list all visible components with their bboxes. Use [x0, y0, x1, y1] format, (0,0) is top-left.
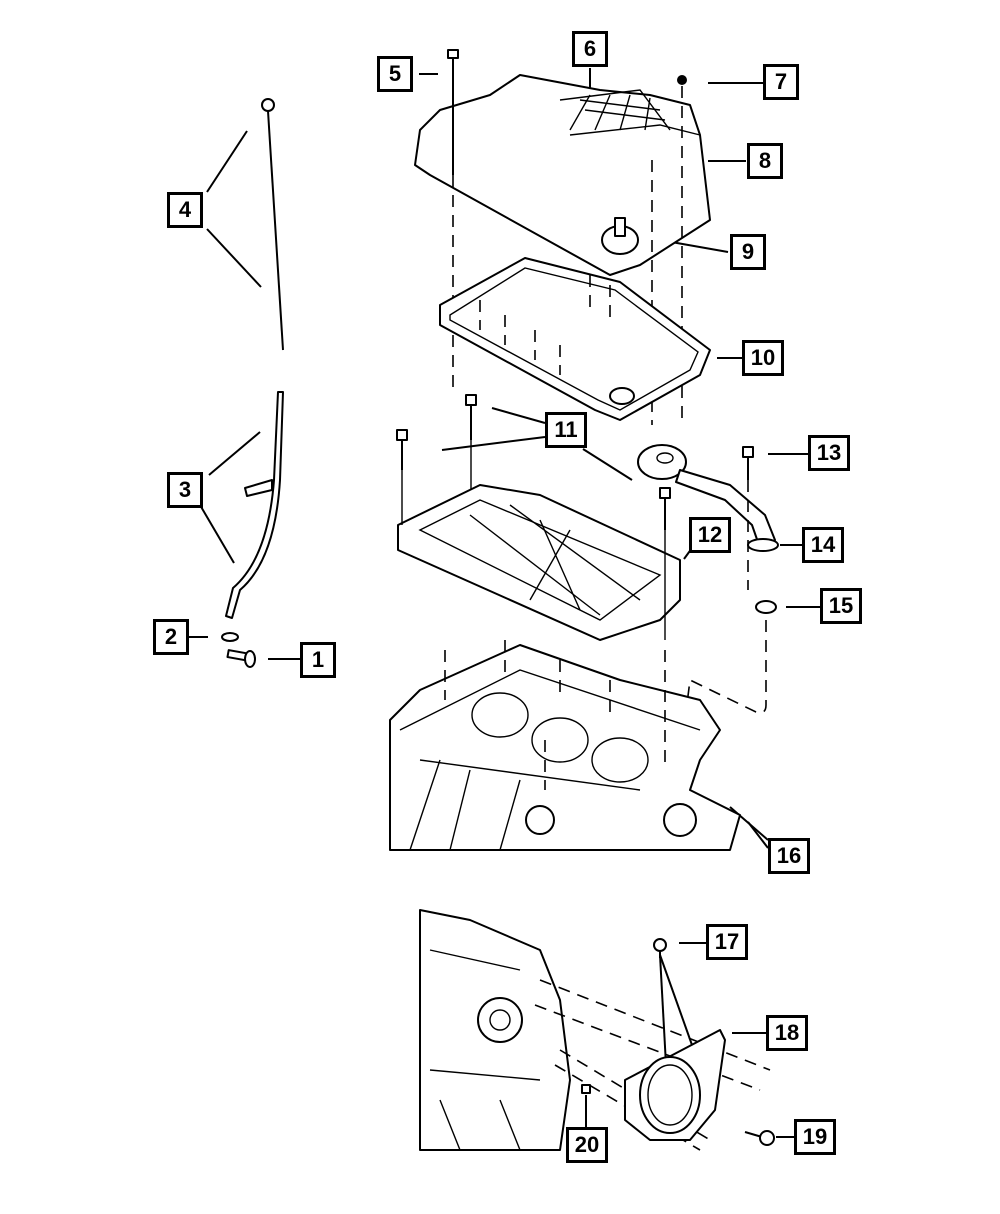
callout-20[interactable]: 20 [566, 1127, 608, 1163]
callout-5[interactable]: 5 [377, 56, 413, 92]
callout-2[interactable]: 2 [153, 619, 189, 655]
callout-8[interactable]: 8 [747, 143, 783, 179]
callout-13[interactable]: 13 [808, 435, 850, 471]
callout-10[interactable]: 10 [742, 340, 784, 376]
dipstick-bolt-part [226, 649, 256, 668]
rear-seal-retainer-part [624, 1029, 726, 1141]
rear-block-part [419, 909, 571, 1151]
engine-block-part [389, 640, 741, 851]
callout-18[interactable]: 18 [766, 1015, 808, 1051]
pickup-tube-bolt-part [742, 446, 754, 590]
oil-pan-gasket-part [439, 257, 711, 421]
retainer-bolt-part [744, 1130, 775, 1146]
dowel-pin-part [581, 1084, 591, 1094]
oil-pan-bolt-part [447, 49, 459, 395]
callout-19[interactable]: 19 [794, 1119, 836, 1155]
pickup-o-ring-part [755, 600, 777, 614]
windage-tray-part [397, 484, 681, 641]
callout-3[interactable]: 3 [167, 472, 203, 508]
windage-tray-bolt-parts [396, 394, 671, 640]
dipstick-part [261, 98, 284, 351]
callout-11[interactable]: 11 [545, 412, 587, 448]
callout-6[interactable]: 6 [572, 31, 608, 67]
callout-14[interactable]: 14 [802, 527, 844, 563]
callout-16[interactable]: 16 [768, 838, 810, 874]
callout-17[interactable]: 17 [706, 924, 748, 960]
callout-1[interactable]: 1 [300, 642, 336, 678]
dipstick-tube-part [225, 391, 284, 619]
o-ring-part [221, 632, 239, 642]
pickup-alignment-line [684, 620, 767, 721]
rear-seal-bolt-part [653, 938, 667, 958]
oil-pan-part [414, 74, 711, 276]
callout-15[interactable]: 15 [820, 588, 862, 624]
callout-12[interactable]: 12 [689, 517, 731, 553]
callout-4[interactable]: 4 [167, 192, 203, 228]
oil-pickup-tube-part [637, 444, 779, 552]
callout-7[interactable]: 7 [763, 64, 799, 100]
callout-9[interactable]: 9 [730, 234, 766, 270]
